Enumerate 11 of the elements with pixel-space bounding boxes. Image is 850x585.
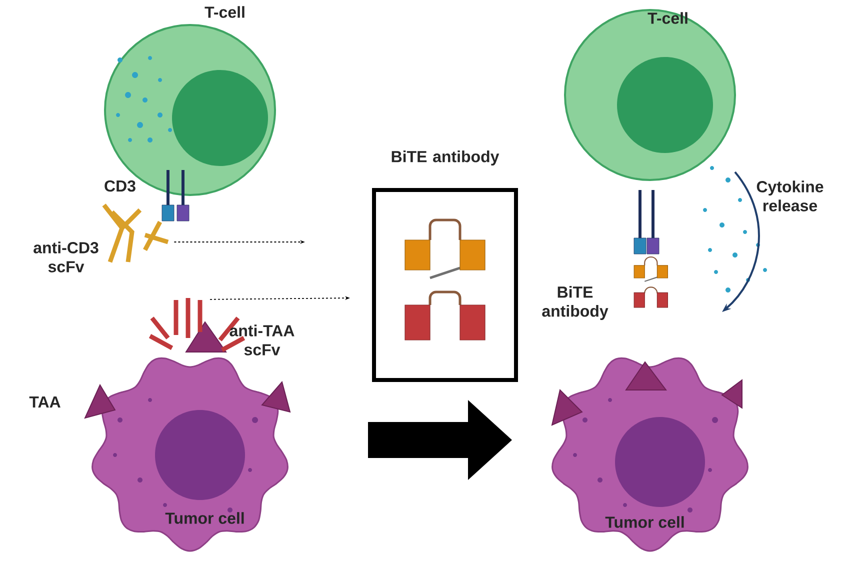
label: BiTE antibody bbox=[542, 286, 608, 320]
label: anti-CD3 scFv bbox=[34, 242, 98, 272]
box-heading: BiTE antibody bbox=[392, 150, 500, 166]
cell-label: Tumor cell bbox=[165, 512, 244, 524]
label: CD3 bbox=[104, 180, 136, 192]
cell-label: Tumor cell bbox=[605, 516, 684, 528]
cell-label: T-cell bbox=[204, 6, 244, 18]
cell-label: T-cell bbox=[648, 12, 688, 24]
label: anti-TAA scFv bbox=[230, 324, 294, 356]
label: TAA bbox=[29, 396, 60, 408]
label: Cytokine release bbox=[756, 180, 824, 212]
